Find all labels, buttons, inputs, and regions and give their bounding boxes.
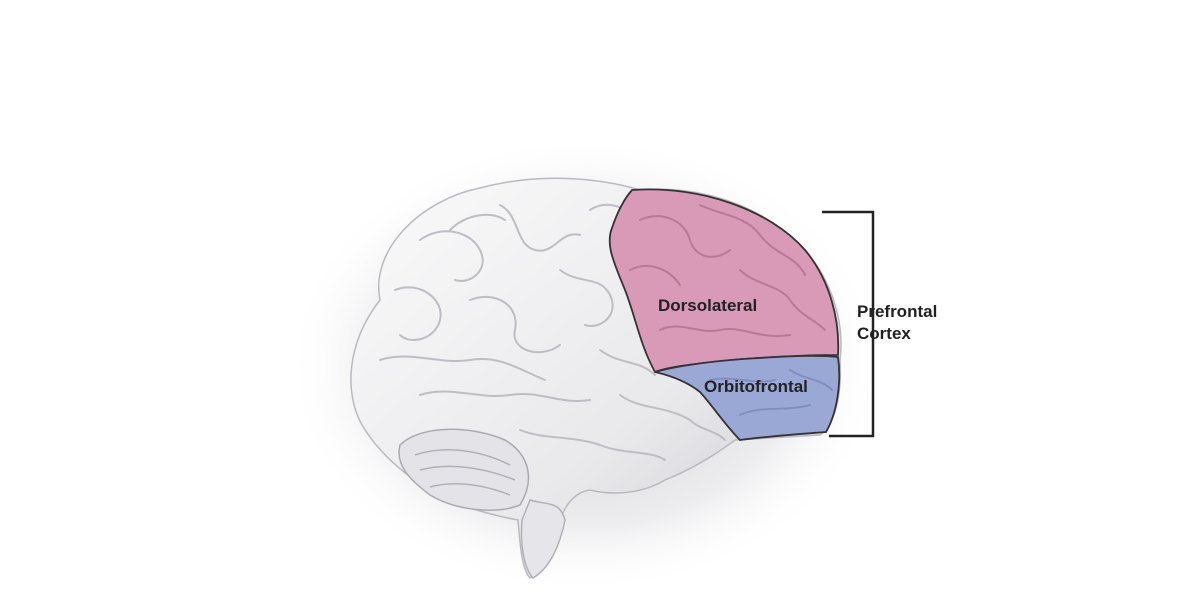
orbitofrontal-label: Orbitofrontal [704, 377, 808, 397]
bracket-label-line2: Cortex [857, 323, 937, 345]
prefrontal-cortex-label: Prefrontal Cortex [857, 301, 937, 345]
dorsolateral-label: Dorsolateral [658, 296, 757, 316]
bracket-label-line1: Prefrontal [857, 301, 937, 323]
